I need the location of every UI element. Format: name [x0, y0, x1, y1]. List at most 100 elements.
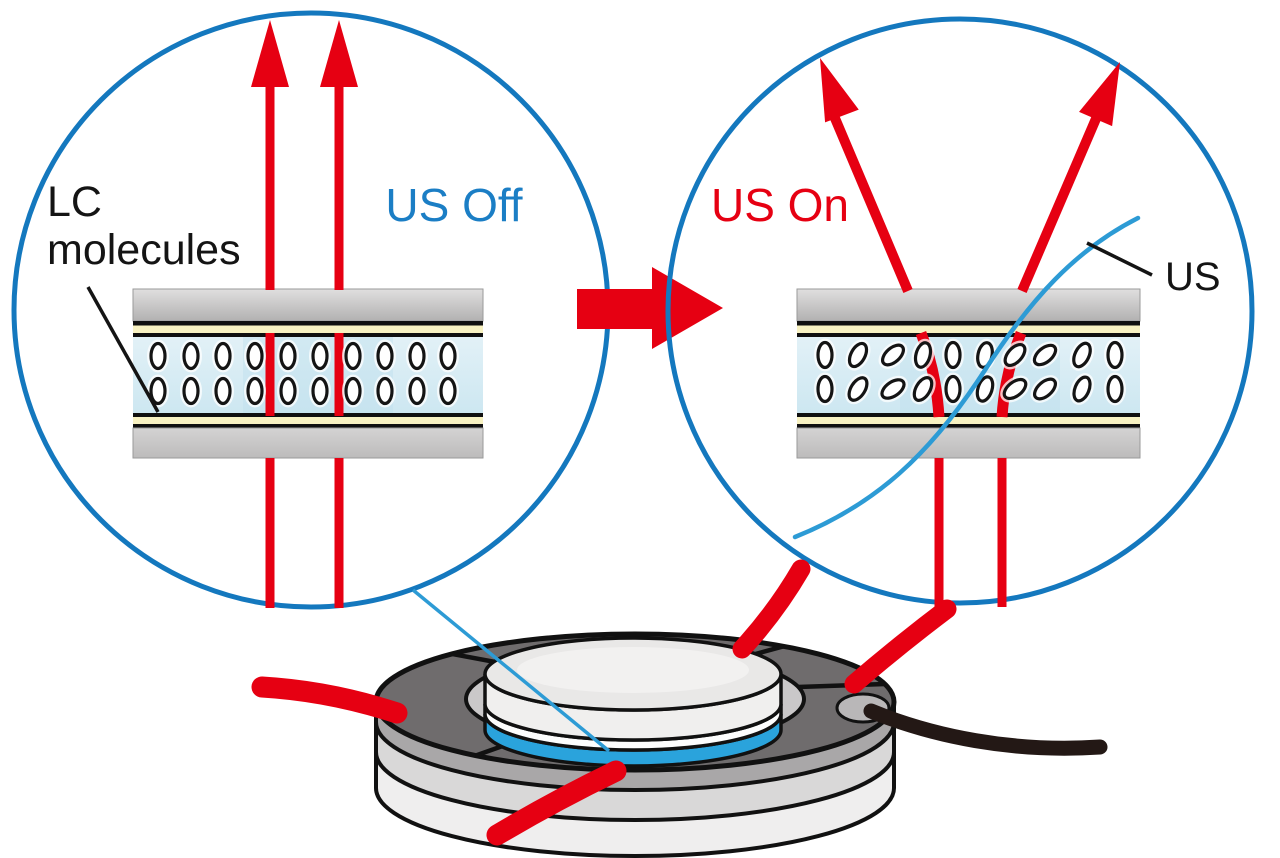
glass-substrate-top [132, 288, 484, 322]
us-wave-label: US [1165, 255, 1221, 299]
lc-molecule [279, 376, 297, 406]
ring-segment-line [797, 681, 886, 690]
alignment-line [133, 333, 483, 337]
us-label-pointer [1086, 241, 1153, 277]
lc-molecule [1032, 343, 1058, 367]
deflected-beam-right [1017, 62, 1120, 293]
lc-molecule [975, 375, 995, 403]
lc-molecules-on [814, 338, 1126, 406]
glass-substrate-bottom [796, 427, 1141, 459]
lc-molecule [408, 376, 426, 406]
lc-molecule [344, 376, 362, 406]
electrode-line [797, 321, 1140, 326]
lc-molecule [376, 341, 394, 371]
lc-molecule [408, 341, 426, 371]
lc-molecule [816, 374, 834, 404]
beam-below-cell [334, 458, 344, 608]
electrode-line [133, 321, 483, 326]
refracted-beam-right [996, 330, 1027, 418]
lc-label-line2: molecules [47, 226, 241, 274]
lc-molecule [1072, 375, 1092, 403]
lc-molecule [847, 376, 869, 402]
us-on-circle [665, 16, 1255, 606]
lc-molecule [816, 340, 834, 370]
light-beams-off [251, 20, 358, 608]
lc-molecule [1032, 377, 1058, 401]
lc-label-line1: LC [47, 178, 102, 226]
arrowhead [320, 20, 358, 87]
light-beam [320, 20, 358, 608]
lc-molecule [439, 376, 457, 406]
lc-molecule [1106, 374, 1124, 404]
lc-molecule [944, 374, 962, 404]
lc-molecule [912, 376, 934, 402]
glass-substrate-top [796, 288, 1141, 322]
lc-molecules-off [147, 339, 459, 408]
us-off-label: US Off [385, 179, 522, 231]
beam-below-cell [934, 458, 944, 607]
light-beams-on-lower [934, 458, 1007, 607]
glass-substrate-bottom [132, 427, 484, 459]
alignment-line [797, 333, 1140, 337]
lc-molecule [311, 341, 329, 371]
lc-label-pointer [86, 286, 160, 413]
lc-molecule [847, 341, 869, 369]
disc-top-highlight [517, 647, 749, 693]
transition-arrow [577, 267, 723, 349]
arrowhead [251, 20, 289, 87]
lc-molecule [214, 376, 232, 406]
alignment-line [133, 413, 483, 417]
lc-molecule [1002, 377, 1028, 401]
electrode-layer-bottom [133, 417, 483, 424]
arrowhead [1079, 62, 1120, 127]
electrode-layer-top [797, 325, 1140, 333]
beam-shaft [334, 80, 344, 290]
lc-molecule [913, 341, 933, 369]
lc-molecule [246, 341, 264, 371]
lc-molecule [149, 341, 167, 371]
red-wire-right [844, 599, 957, 694]
red-wire-top [732, 559, 811, 659]
red-wire-left [251, 676, 408, 724]
lc-molecule [376, 376, 394, 406]
us-on-panel: US On US [665, 16, 1255, 607]
ultrasound-wave-curve [792, 215, 1141, 540]
lc-molecule [439, 341, 457, 371]
lc-molecule [149, 376, 167, 406]
lc-molecule [279, 341, 297, 371]
electrode-layer-bottom [797, 417, 1140, 424]
light-beam [251, 20, 289, 608]
lc-molecule [1106, 340, 1124, 370]
us-on-label: US On [711, 179, 849, 231]
lc-molecule [880, 378, 906, 400]
lc-molecule [311, 376, 329, 406]
electrode-layer-top [133, 325, 483, 333]
lc-molecule [344, 341, 362, 371]
arrowhead [820, 58, 859, 123]
lc-molecule [880, 343, 906, 367]
lc-molecule [1003, 342, 1027, 368]
lc-molecule [944, 340, 962, 370]
lc-molecule [214, 341, 232, 371]
lc-molecule [182, 376, 200, 406]
lc-molecule [182, 341, 200, 371]
black-wire [863, 703, 1108, 756]
lc-cell-on [796, 288, 1141, 459]
deflected-beam-left [820, 58, 913, 293]
device-lc-pointer [411, 588, 611, 753]
transducer-device [251, 559, 1108, 858]
lc-cell-disc [483, 636, 783, 768]
lc-cell-off [132, 288, 484, 459]
electrode-line [797, 424, 1140, 428]
beam-shaft [265, 80, 275, 290]
electrode-line [133, 424, 483, 428]
beam-below-cell [997, 458, 1007, 607]
beam-below-cell [265, 458, 275, 608]
beam-in-lc [334, 333, 344, 416]
alignment-line [797, 413, 1140, 417]
beam-in-lc [265, 333, 275, 416]
lc-molecule [1072, 341, 1092, 369]
lc-molecule [246, 376, 264, 406]
